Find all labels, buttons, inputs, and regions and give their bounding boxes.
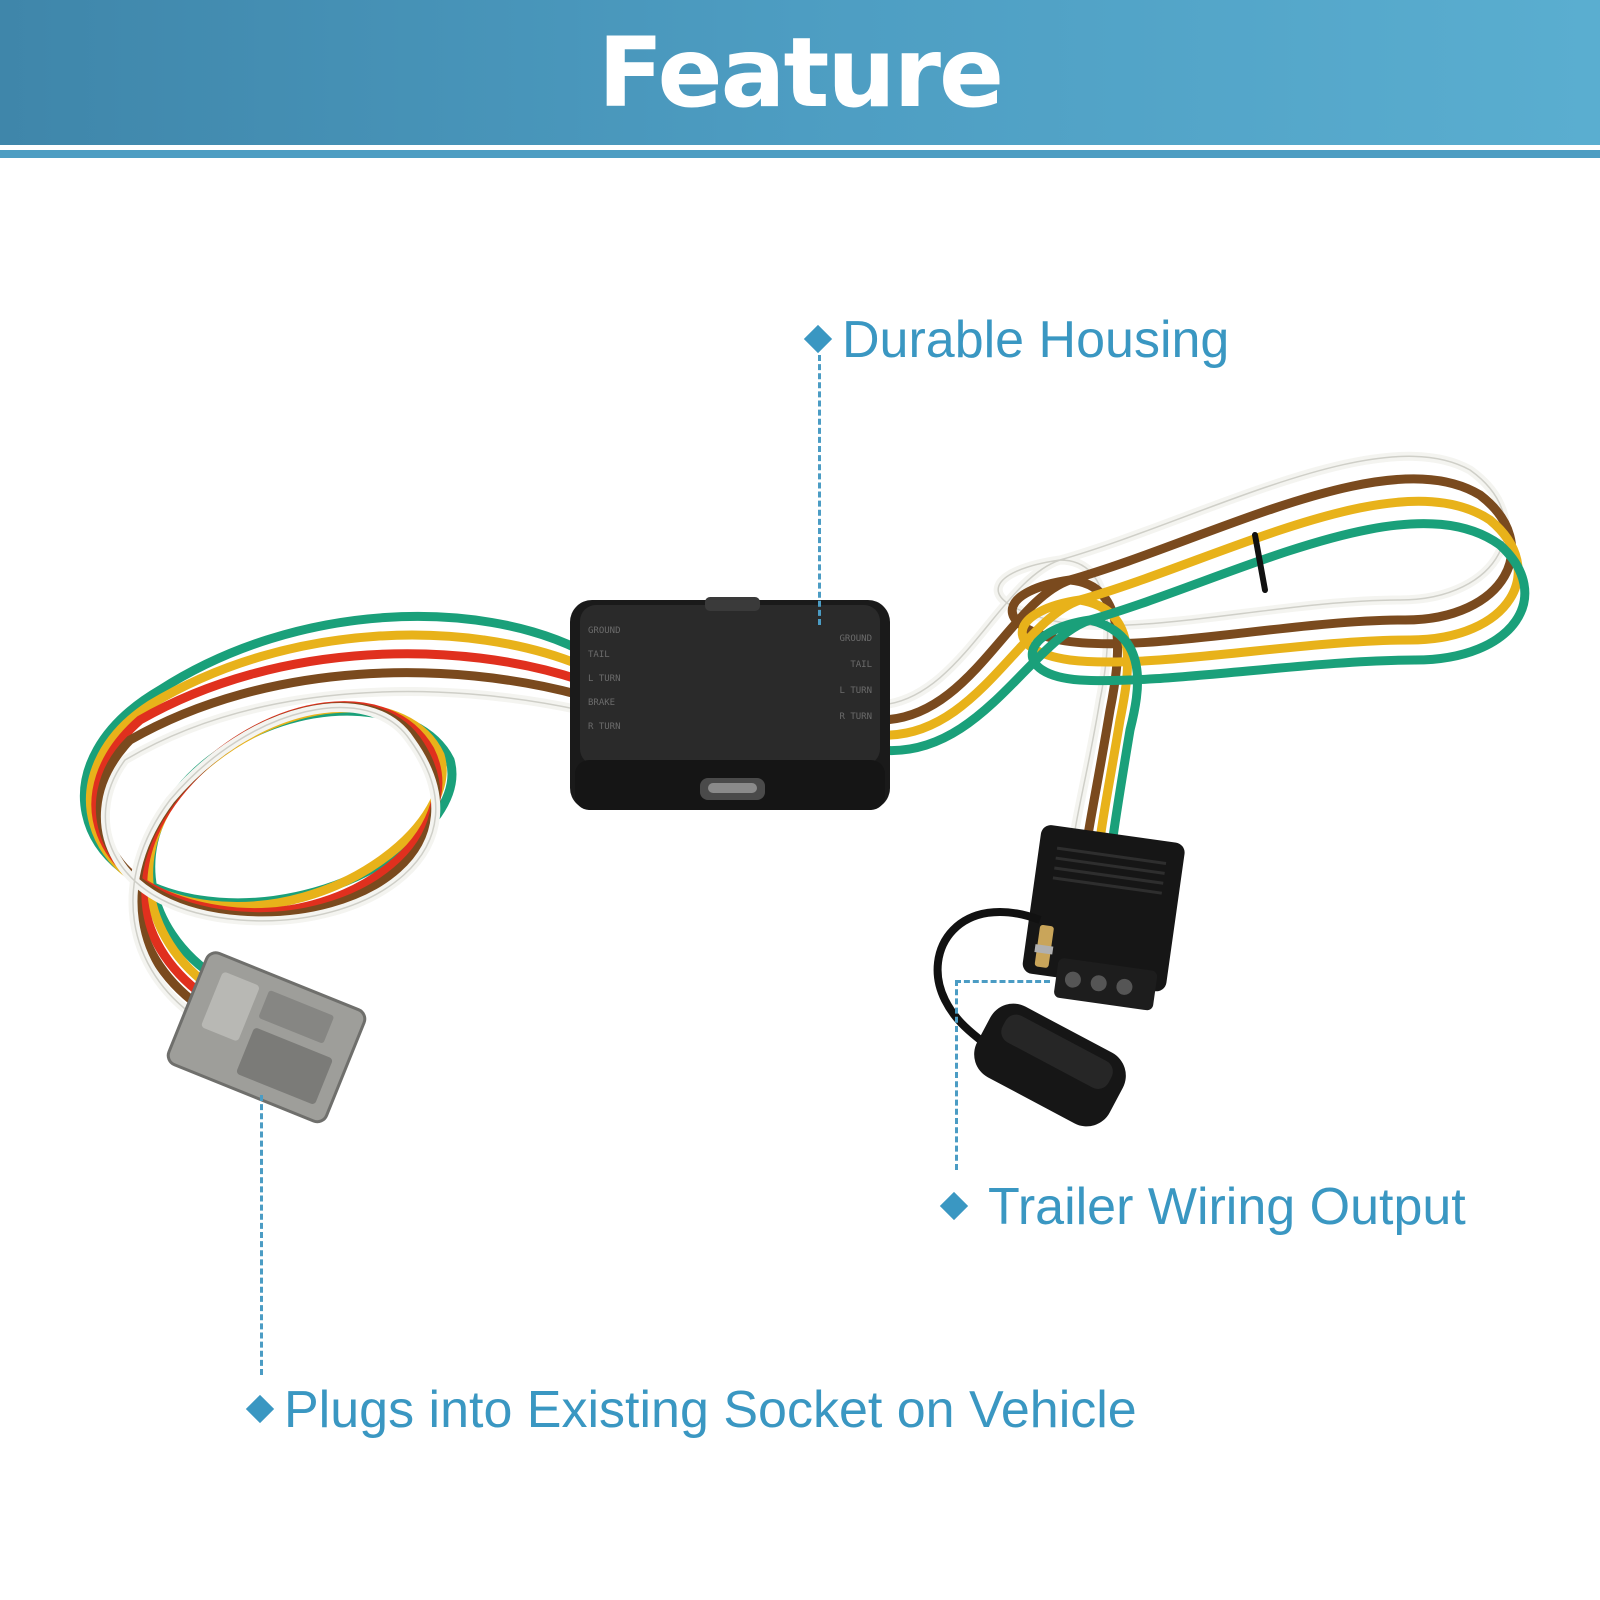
trailer-side-wires bbox=[875, 451, 1530, 850]
plugs-into-text: Plugs into Existing Socket on Vehicle bbox=[284, 1381, 1137, 1439]
trailer-flat-connector bbox=[1022, 825, 1185, 1011]
durable-housing-leader bbox=[818, 355, 821, 625]
trailer-output-callout: Trailer Wiring Output bbox=[939, 1177, 1466, 1237]
housing-label-left-ground: GROUND bbox=[588, 626, 621, 636]
housing-label-left-lturn: L TURN bbox=[588, 674, 621, 684]
housing-label-right-lturn: L TURN bbox=[839, 686, 872, 696]
durable-housing-callout: Durable Housing bbox=[803, 310, 1230, 370]
diamond-bullet-icon bbox=[245, 1395, 275, 1424]
converter-housing: GROUND TAIL L TURN BRAKE R TURN GROUND T… bbox=[570, 597, 890, 810]
housing-label-right-ground: GROUND bbox=[839, 634, 872, 644]
dust-cap bbox=[933, 908, 1126, 1127]
housing-label-right-rturn: R TURN bbox=[839, 712, 872, 722]
trailer-output-text: Trailer Wiring Output bbox=[988, 1178, 1466, 1236]
plugs-into-callout: Plugs into Existing Socket on Vehicle bbox=[245, 1380, 1137, 1440]
housing-label-right-tail: TAIL bbox=[850, 660, 872, 670]
housing-label-left-rturn: R TURN bbox=[588, 722, 621, 732]
durable-housing-text: Durable Housing bbox=[842, 311, 1230, 369]
diamond-bullet-icon bbox=[803, 325, 833, 354]
housing-label-left-tail: TAIL bbox=[588, 650, 610, 660]
banner-underline bbox=[0, 150, 1600, 158]
banner-title: Feature bbox=[597, 17, 1004, 129]
plugs-into-leader bbox=[260, 1095, 263, 1375]
housing-label-left-brake: BRAKE bbox=[588, 698, 615, 708]
feature-banner bbox=[0, 0, 1600, 145]
vehicle-connector bbox=[166, 951, 367, 1124]
diamond-bullet-icon bbox=[939, 1192, 969, 1221]
trailer-output-leader-vertical bbox=[955, 980, 958, 1170]
vehicle-side-wires bbox=[80, 611, 585, 1025]
trailer-output-leader-horizontal bbox=[955, 980, 1050, 983]
